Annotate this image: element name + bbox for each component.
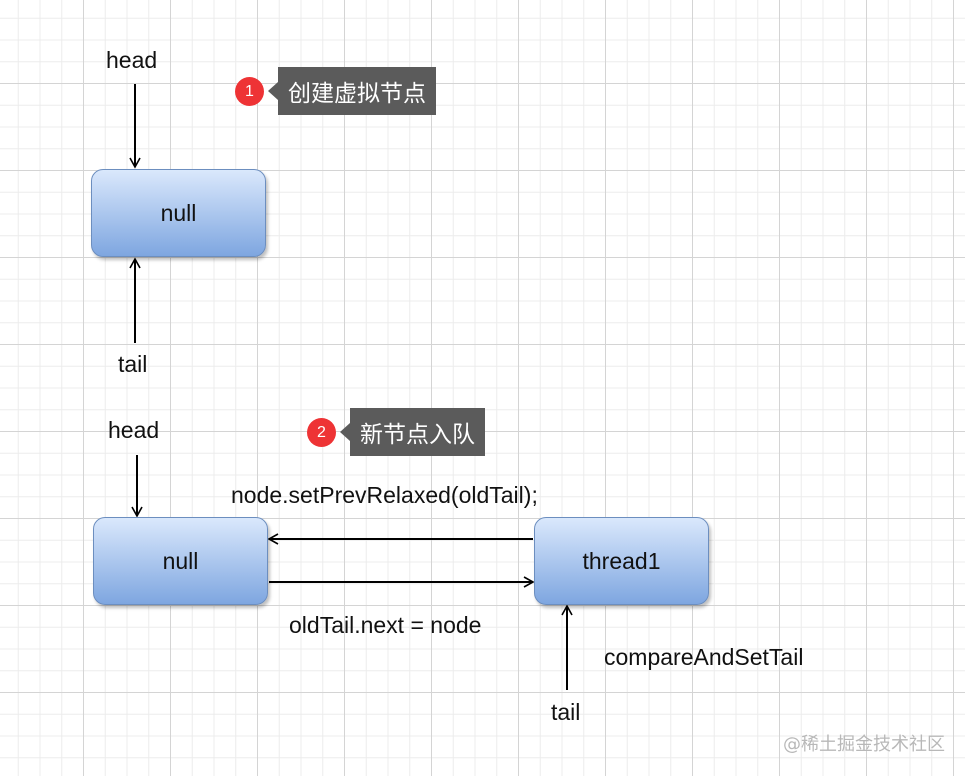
null-node-1[interactable]: null	[91, 169, 266, 257]
prev-edge-label: node.setPrevRelaxed(oldTail);	[231, 482, 538, 508]
head-label-2: head	[108, 417, 160, 443]
null-node-1-label: null	[160, 199, 197, 226]
tail-label-2: tail	[551, 699, 581, 725]
thread1-node-label: thread1	[582, 547, 661, 574]
step-1-badge: 1	[235, 77, 264, 106]
null-node-2[interactable]: null	[93, 517, 268, 605]
thread1-node[interactable]: thread1	[534, 517, 709, 605]
watermark: @稀土掘金技术社区	[783, 734, 945, 755]
tail-label-1: tail	[118, 351, 148, 377]
head-label-1: head	[106, 47, 158, 73]
cas-label: compareAndSetTail	[604, 644, 804, 670]
step-2-badge: 2	[307, 418, 336, 447]
step-1-callout: 创建虚拟节点	[268, 67, 436, 115]
next-edge-label: oldTail.next = node	[289, 612, 482, 638]
step-2-callout: 新节点入队	[340, 408, 485, 456]
null-node-2-label: null	[162, 547, 199, 574]
